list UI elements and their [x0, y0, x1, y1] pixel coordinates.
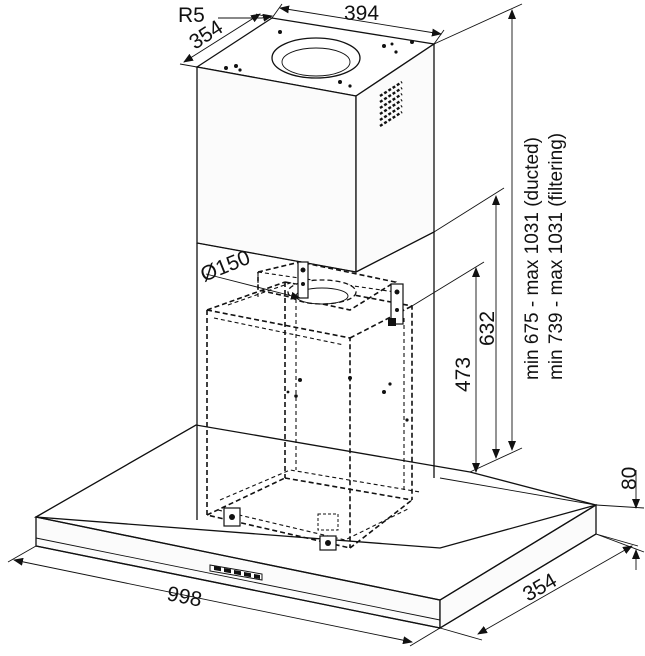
foot-right: [319, 535, 337, 551]
chimney-lower: [196, 231, 435, 520]
dim-lower-height: 473: [411, 261, 485, 473]
canopy: [33, 424, 599, 630]
canopy-thickness-label: 80: [618, 467, 641, 490]
dim-upper-height: 632: [433, 187, 505, 459]
vent-grille: [379, 80, 403, 128]
radius-label: R5: [178, 4, 205, 27]
chimney-range-filtering-label: min 739 - max 1031 (filtering): [546, 133, 567, 380]
chimney-range-ducted-label: min 675 - max 1031 (ducted): [522, 137, 543, 380]
bracket-right: [388, 283, 404, 326]
foot-left: [223, 507, 241, 527]
dim-top-width: 394: [271, 2, 445, 45]
chimney-front-face: [196, 66, 357, 273]
bracket-left: [297, 261, 309, 299]
outlet-diameter-label: Ø150: [197, 246, 253, 287]
top-width-label: 394: [344, 2, 379, 25]
lower-height-label: 473: [452, 357, 475, 392]
outlet-opening: [271, 37, 361, 79]
dim-canopy-thickness: 80: [595, 467, 645, 570]
internal-frame: [206, 261, 421, 551]
upper-height-label: 632: [476, 311, 499, 346]
chimney-upper: [195, 17, 436, 274]
dim-chimney-range: min 675 - max 1031 (ducted) min 739 - ma…: [433, 3, 567, 473]
canopy-width-label: 998: [165, 582, 204, 611]
